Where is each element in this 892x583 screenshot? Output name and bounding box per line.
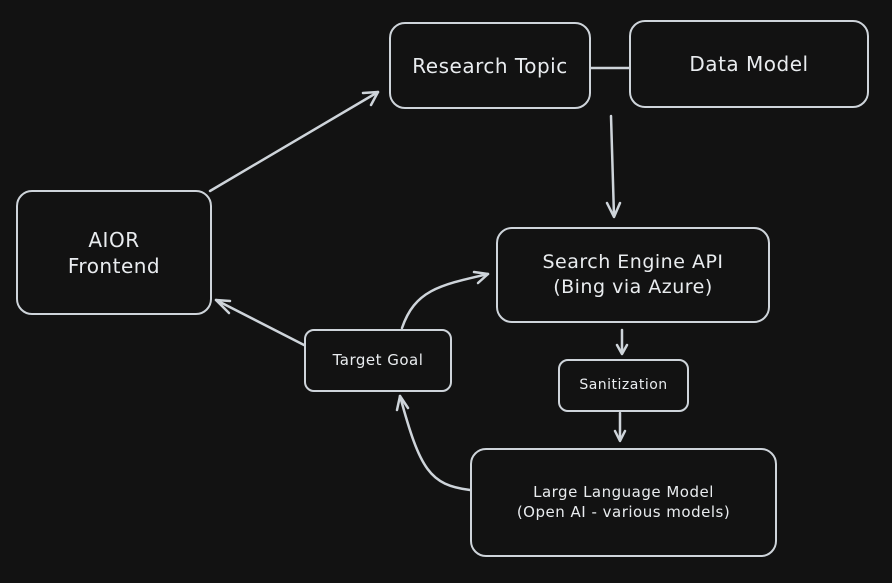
edge-frontend-to-research-topic xyxy=(208,90,380,193)
node-large-language-model[interactable]: Large Language Model (Open AI - various … xyxy=(470,448,777,557)
node-search-engine-line2: (Bing via Azure) xyxy=(553,276,713,298)
edge-sanitization-to-llm xyxy=(613,411,627,443)
edge-llm-to-target-goal xyxy=(395,394,472,492)
node-target-goal-label: Target Goal xyxy=(332,350,424,369)
node-aior-frontend-line2: Frontend xyxy=(67,253,161,278)
node-aior-frontend-line1: AIOR xyxy=(88,227,140,252)
node-research-topic[interactable]: Research Topic xyxy=(389,22,591,109)
node-llm-line2: (Open AI - various models) xyxy=(516,502,731,521)
edge-target-goal-to-frontend xyxy=(214,298,306,347)
node-sanitization[interactable]: Sanitization xyxy=(558,359,689,412)
edge-target-goal-to-search-engine xyxy=(400,270,490,330)
edge-to-search-engine xyxy=(605,114,622,219)
node-sanitization-label: Sanitization xyxy=(579,377,668,394)
node-search-engine-api[interactable]: Search Engine API (Bing via Azure) xyxy=(496,227,770,323)
node-data-model-label: Data Model xyxy=(689,52,809,76)
edge-search-to-sanitization xyxy=(615,328,629,356)
node-search-engine-line1: Search Engine API xyxy=(542,251,724,274)
node-data-model[interactable]: Data Model xyxy=(629,20,869,108)
node-target-goal[interactable]: Target Goal xyxy=(304,329,452,392)
node-llm-line1: Large Language Model xyxy=(533,483,714,501)
node-research-topic-label: Research Topic xyxy=(412,53,568,78)
node-aior-frontend[interactable]: AIOR Frontend xyxy=(16,190,212,315)
